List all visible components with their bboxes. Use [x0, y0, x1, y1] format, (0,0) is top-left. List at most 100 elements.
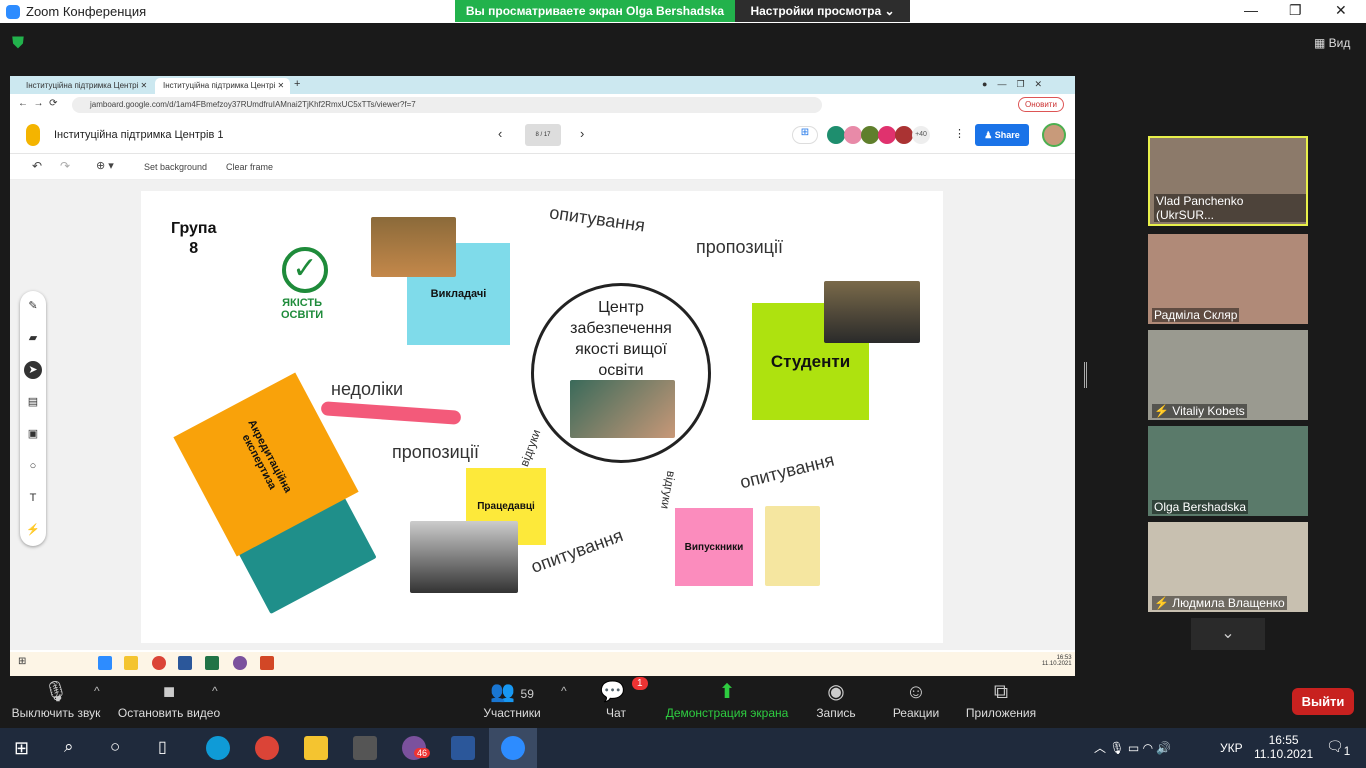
sticky-note-icon[interactable]: ▤	[27, 396, 39, 408]
more-collaborators[interactable]: +40	[912, 126, 930, 144]
cortana-icon[interactable]: ○	[110, 737, 121, 756]
text-box-icon[interactable]: T	[29, 492, 37, 504]
pen-icon[interactable]: ✎	[28, 300, 38, 312]
update-button[interactable]: Оновити	[1018, 97, 1064, 112]
view-button[interactable]: ▦ Вид	[1314, 36, 1351, 50]
record-button[interactable]: ◉Запись	[810, 676, 862, 720]
video-options-caret[interactable]: ^	[212, 684, 218, 698]
clear-frame-button[interactable]: Clear frame	[226, 162, 274, 172]
collaborator-avatar	[895, 126, 913, 144]
folder-icon	[124, 656, 138, 670]
jamboard-header: Інституційна підтримка Центрів 1 ‹ 8 / 1…	[10, 116, 1075, 154]
video-tile[interactable]: Olga Bershadska	[1148, 426, 1308, 516]
undo-icon[interactable]: ↶	[32, 159, 43, 173]
image-icon[interactable]: ▣	[27, 428, 39, 440]
quality-logo-text: ЯКІСТЬ ОСВІТИ	[281, 297, 324, 321]
sticky-graduates[interactable]: Випускники	[675, 508, 753, 586]
search-icon[interactable]: ⌕	[64, 737, 74, 756]
language-indicator[interactable]: УКР	[1220, 741, 1243, 755]
share-screen-label: Демонстрация экрана	[665, 706, 789, 720]
share-screen-button[interactable]: ⬆ Демонстрация экрана	[662, 676, 792, 720]
start-button[interactable]: ⊞	[14, 738, 30, 758]
laser-icon[interactable]: ⚡	[26, 524, 40, 536]
notifications-icon[interactable]: 🗨1	[1326, 738, 1351, 758]
chat-button[interactable]: 💬 Чат	[596, 676, 636, 720]
set-background-button[interactable]: Set background	[144, 162, 208, 172]
participants-count: 59	[520, 687, 534, 701]
share-label: Share	[994, 130, 1020, 140]
video-tile[interactable]: ⚡ Vitaliy Kobets	[1148, 330, 1308, 420]
zoom-app-icon	[98, 656, 112, 670]
next-frame-button[interactable]: ›	[580, 126, 585, 141]
calculator-icon[interactable]	[353, 736, 377, 760]
reactions-label: Реакции	[892, 706, 940, 720]
share-screen-icon: ⬆	[718, 681, 736, 703]
redo-icon[interactable]: ↷	[60, 159, 71, 173]
more-menu-icon[interactable]: ⋮	[954, 128, 965, 140]
handshake-image	[570, 380, 675, 438]
jam-frame[interactable]: Група 8 ✓ ЯКІСТЬ ОСВІТИ Викладачі опитув…	[141, 191, 943, 643]
zoom-icon[interactable]: ⊕ ▾	[96, 160, 114, 172]
board-title[interactable]: Інституційна підтримка Центрів 1	[54, 129, 224, 141]
address-bar-row: ← → ⟳ jamboard.google.com/d/1am4FBmefzoy…	[10, 94, 1075, 116]
new-tab-button[interactable]: +	[294, 78, 301, 90]
video-tile[interactable]: Радміла Скляр	[1148, 234, 1308, 324]
select-icon[interactable]: ➤	[24, 361, 42, 379]
eraser-icon[interactable]: ▰	[28, 332, 38, 344]
reactions-icon: ☺	[905, 681, 927, 703]
video-tile[interactable]: Vlad Panchenko (UkrSUR...	[1148, 136, 1308, 226]
chat-label: Чат	[606, 706, 626, 720]
reactions-button[interactable]: ☺ Реакции	[888, 676, 944, 720]
participant-name: Радміла Скляр	[1152, 308, 1240, 322]
leave-button[interactable]: Выйти	[1292, 688, 1354, 715]
audio-options-caret[interactable]: ^	[94, 684, 100, 698]
task-view-icon[interactable]: ▯	[158, 739, 167, 756]
chat-icon: 💬	[600, 681, 625, 703]
video-tile[interactable]: ⚡ Людмила Влащенко	[1148, 522, 1308, 612]
check-logo-icon: ✓	[282, 247, 328, 293]
record-label: Запись	[816, 706, 856, 720]
word-icon	[178, 656, 192, 670]
minimize-icon[interactable]: ● — ❐ ✕	[982, 79, 1043, 89]
browser-tab-active[interactable]: Інституційна підтримка Центрі ✕	[155, 78, 290, 94]
chrome-icon	[152, 656, 166, 670]
nav-buttons[interactable]: ← → ⟳	[18, 98, 58, 109]
close-button[interactable]: ✕	[1335, 2, 1347, 18]
tray-icons[interactable]: ︿ 🎙 ▭ ◠ 🔊	[1094, 741, 1172, 755]
mute-label: Выключить звук	[11, 706, 101, 720]
label-shortcomings: недоліки	[331, 379, 404, 399]
clock-date: 11.10.2021	[1254, 747, 1314, 761]
zoom-taskbar-button[interactable]	[489, 728, 537, 768]
maximize-button[interactable]: ❐	[1289, 2, 1302, 18]
participant-name: ⚡ Vitaliy Kobets	[1152, 404, 1247, 418]
minimize-button[interactable]: —	[1244, 2, 1258, 18]
word-icon[interactable]	[451, 736, 475, 760]
jamboard-toolbar: ↶ ↷ ⊕ ▾ Set background Clear frame	[10, 154, 1075, 180]
apps-icon: ⧉	[993, 681, 1009, 703]
label-feedback: відгуки	[517, 427, 544, 469]
scroll-down-button[interactable]: ⌄	[1191, 618, 1265, 650]
mute-button[interactable]: 🎙Выключить звук	[8, 676, 104, 720]
view-options-button[interactable]: Настройки просмотра ⌄	[735, 0, 910, 22]
participants-caret[interactable]: ^	[561, 684, 567, 698]
jamboard-logo-icon	[26, 124, 40, 146]
user-avatar[interactable]	[1042, 123, 1066, 147]
frame-counter[interactable]: 8 / 17	[525, 124, 561, 146]
browser-tab[interactable]: Інституційна підтримка Центрі ✕	[26, 81, 148, 90]
group-label: Група 8	[171, 220, 217, 257]
chrome-icon[interactable]	[255, 736, 279, 760]
stop-video-button[interactable]: ■Остановить видео	[116, 676, 222, 720]
prev-frame-button[interactable]: ‹	[498, 126, 503, 141]
apps-button[interactable]: ⧉Приложения	[962, 676, 1040, 720]
file-explorer-icon[interactable]	[304, 736, 328, 760]
share-button[interactable]: ♟ Share	[975, 124, 1029, 146]
present-button[interactable]: ⊞	[792, 126, 818, 144]
edge-icon[interactable]	[206, 736, 230, 760]
circle-icon[interactable]: ○	[29, 460, 37, 472]
url-input[interactable]: jamboard.google.com/d/1am4FBmefzoy37RUmd…	[72, 97, 822, 113]
splitter-handle[interactable]	[1084, 362, 1087, 388]
viewing-banner: Вы просматриваете экран Olga Bershadska	[455, 0, 735, 22]
